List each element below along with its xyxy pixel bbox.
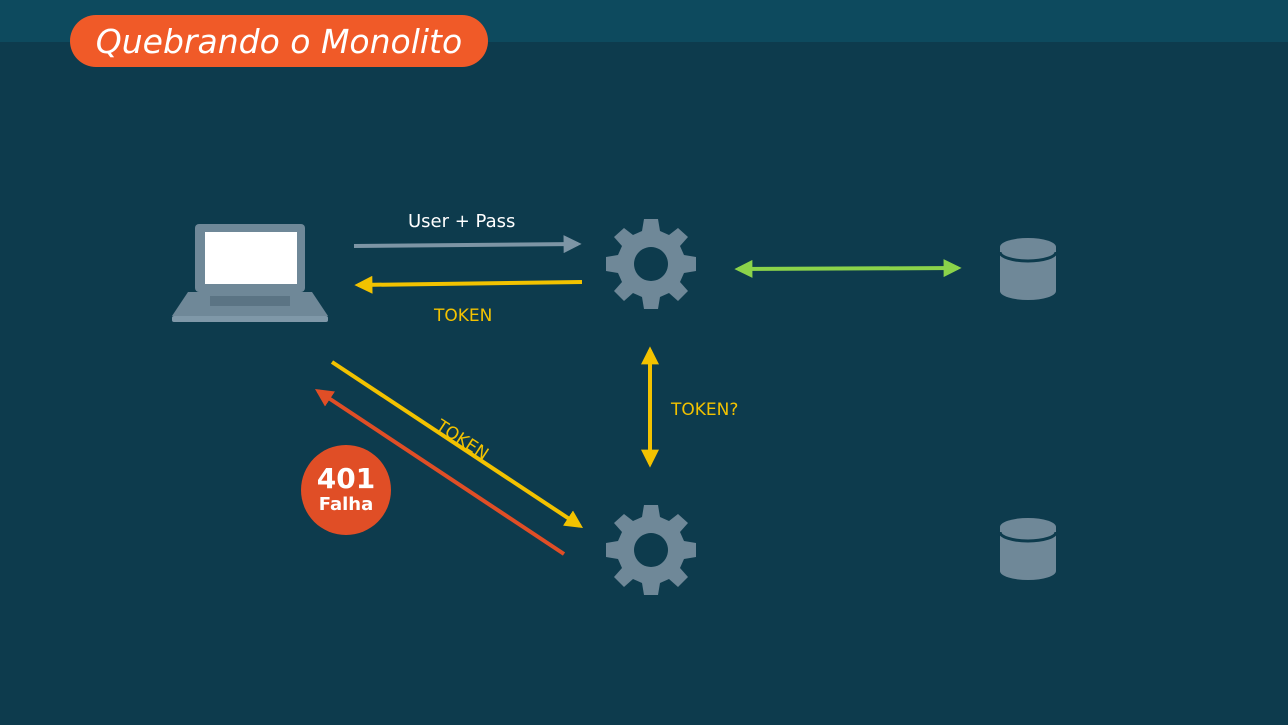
credentials-request-arrow: [353, 235, 582, 254]
slide-title: Quebrando o Monolito: [70, 15, 488, 67]
failure-response-arrow: [314, 389, 566, 556]
token-response-arrow: [354, 275, 583, 294]
token-check-label: TOKEN?: [671, 400, 739, 420]
error-text: Falha: [318, 494, 374, 515]
laptop-icon: [172, 224, 328, 322]
database-icon: [998, 516, 1058, 582]
gear-icon: [606, 505, 696, 595]
token-label: TOKEN: [434, 306, 493, 326]
error-badge: 401 Falha: [301, 445, 391, 535]
user-pass-label: User + Pass: [408, 211, 516, 232]
gear-icon: [606, 219, 696, 309]
token-request-arrow: [330, 360, 584, 528]
database-icon: [998, 236, 1058, 302]
database-link-arrow: [734, 259, 962, 278]
error-code: 401: [316, 462, 376, 495]
